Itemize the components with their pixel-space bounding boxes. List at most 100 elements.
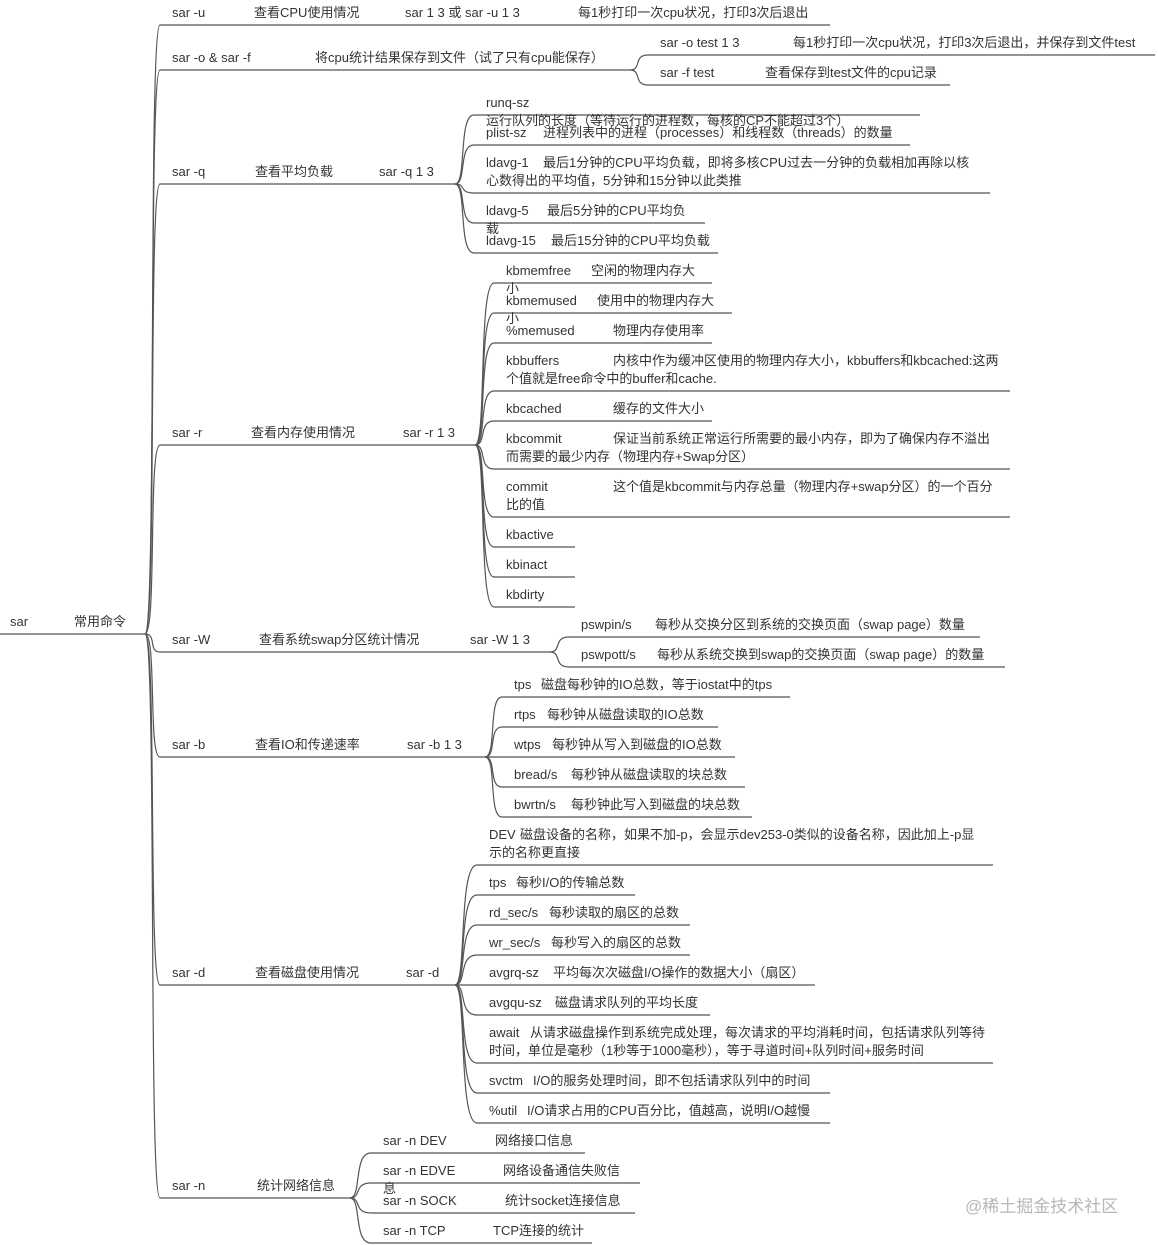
branch-connector xyxy=(144,633,161,653)
child-description: I/O的服务处理时间，即不包括请求队列中的时间 xyxy=(533,1073,811,1088)
child-description: 网络设备通信失败信息 xyxy=(383,1163,621,1196)
child-connector xyxy=(454,894,478,986)
branch-example: sar -d xyxy=(406,965,440,980)
child-key: sar -n TCP xyxy=(383,1223,446,1238)
branch-description: 查看CPU使用情况 xyxy=(254,5,360,20)
child-key: kbbuffers xyxy=(506,353,560,368)
child-key: kbmemused xyxy=(506,293,577,308)
branch-description: 查看内存使用情况 xyxy=(251,425,356,440)
child-key: rtps xyxy=(514,707,536,722)
child-connector xyxy=(484,756,503,788)
child-description: 运行队列的长度（等待运行的进程数，每核的CP不能超过3个） xyxy=(486,113,850,128)
child-key: %memused xyxy=(506,323,575,338)
branch-example: sar -W 1 3 xyxy=(470,632,530,647)
child-connector xyxy=(454,984,478,1094)
branch-command[interactable]: sar -W xyxy=(172,632,211,647)
child-description: 每秒I/O的传输总数 xyxy=(516,875,625,890)
child-description: 空闲的物理内存大小 xyxy=(506,263,696,296)
child-connector xyxy=(454,114,475,185)
child-connector xyxy=(474,342,495,446)
branch-command[interactable]: sar -d xyxy=(172,965,206,980)
child-node[interactable]: wtps 每秒钟从写入到磁盘的IO总数 xyxy=(514,736,727,754)
branch-command[interactable]: sar -q xyxy=(172,164,206,179)
branch-command[interactable]: sar -r xyxy=(172,425,203,440)
child-description: 最后5分钟的CPU平均负载 xyxy=(486,203,686,236)
child-description: 统计socket连接信息 xyxy=(505,1193,621,1208)
branch-example: sar -r 1 3 xyxy=(403,425,456,440)
child-key: avgqu-sz xyxy=(489,995,542,1010)
branch-example: sar -b 1 3 xyxy=(407,737,462,752)
child-node[interactable]: plist-sz 进程列表中的进程（processes）和线程数（threads）… xyxy=(486,124,902,142)
child-description: 进程列表中的进程（processes）和线程数（threads）的数量 xyxy=(543,125,893,140)
child-key: plist-sz xyxy=(486,125,527,140)
branch-command[interactable]: sar -b xyxy=(172,737,206,752)
child-node[interactable]: runq-sz运行队列的长度（等待运行的进程数，每核的CP不能超过3个） xyxy=(486,94,912,130)
child-key: commit xyxy=(506,479,548,494)
child-key: kbactive xyxy=(506,527,554,542)
child-key: sar -n EDVE xyxy=(383,1163,456,1178)
branch-command[interactable]: sar -n xyxy=(172,1178,206,1193)
child-node[interactable]: tps 磁盘每秒钟的IO总数，等于iostat中的tps xyxy=(514,676,782,694)
child-connector xyxy=(474,390,495,446)
child-connector xyxy=(454,984,478,1064)
child-node[interactable]: kbactive xyxy=(506,526,567,544)
child-description: 查看保存到test文件的cpu记录 xyxy=(765,65,937,80)
child-description: 最后1分钟的CPU平均负载，即将多核CPU过去一分钟的负载相加再除以核心数得出的… xyxy=(486,155,970,188)
child-node[interactable]: kbinact xyxy=(506,556,567,574)
child-connector xyxy=(484,696,503,758)
child-connector xyxy=(349,1182,372,1199)
child-description: 从请求磁盘操作到系统完成处理，每次请求的平均消耗时间，包括请求队列等待时间，单位… xyxy=(489,1025,986,1058)
child-description: 每秒从系统交换到swap的交换页面（swap page）的数量 xyxy=(657,647,985,662)
child-node[interactable]: rd_sec/s 每秒读取的扇区的总数 xyxy=(489,904,682,922)
branch-command[interactable]: sar -o & sar -f xyxy=(172,50,251,65)
root-node[interactable]: sar xyxy=(10,614,29,629)
child-key: pswpin/s xyxy=(581,617,632,632)
branch-command[interactable]: sar -u xyxy=(172,5,206,20)
branch-description: 查看系统swap分区统计情况 xyxy=(259,632,420,647)
child-key: tps xyxy=(514,677,532,692)
child-key: avgrq-sz xyxy=(489,965,539,980)
branch-note: 每1秒打印一次cpu状况，打印3次后退出 xyxy=(578,5,809,20)
child-description: 每秒钟从写入到磁盘的IO总数 xyxy=(552,737,722,752)
child-description: 磁盘每秒钟的IO总数，等于iostat中的tps xyxy=(541,677,773,692)
child-connector xyxy=(474,444,495,518)
child-key: wtps xyxy=(514,737,541,752)
child-description: 每秒读取的扇区的总数 xyxy=(549,905,680,920)
child-description: 每秒钟此写入到磁盘的块总数 xyxy=(571,797,741,812)
child-key: rd_sec/s xyxy=(489,905,539,920)
branch-example: sar -q 1 3 xyxy=(379,164,434,179)
child-node[interactable]: kbdirty xyxy=(506,586,567,604)
child-connector xyxy=(454,183,475,254)
branch-connector xyxy=(144,633,161,986)
child-key: kbdirty xyxy=(506,587,545,602)
